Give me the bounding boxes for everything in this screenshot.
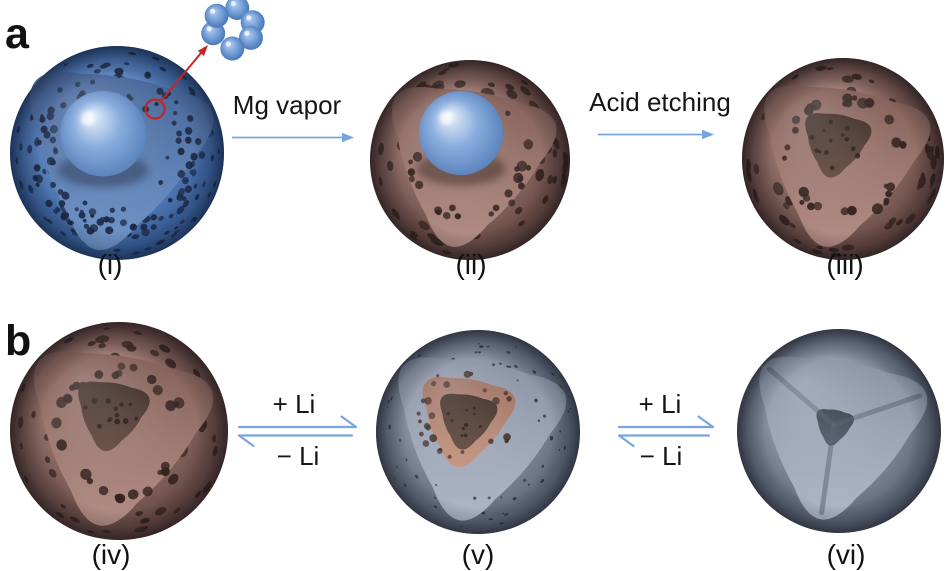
mg-vapor-arrow [232,132,354,143]
panel-a-label: a [5,10,29,58]
sphere-v-illustration [376,330,580,534]
sphere-iv-illustration [10,322,228,540]
lithiation-2-minus-label: − Li [639,441,683,471]
sphere-i-illustration [10,46,224,260]
caption-ii: (ii) [455,249,487,280]
sphere-iii-illustration [742,58,944,260]
caption-iv: (iv) [91,539,131,570]
lithiation-1-plus-label: + Li [272,389,316,419]
lithiation-1-minus-label: − Li [276,441,320,471]
caption-iii: (iii) [826,249,864,280]
lithiation-2-plus-label: + Li [638,389,682,419]
caption-vi: (vi) [826,539,866,570]
sphere-vi-illustration [737,329,941,533]
caption-v: (v) [461,539,495,570]
panel-b-label: b [5,317,32,365]
acid-etching-arrow [598,129,714,140]
sphere-ii-illustration [370,60,570,260]
acid-etching-label: Acid etching [589,87,731,117]
mg-vapor-label: Mg vapor [232,90,342,120]
caption-i: (i) [97,249,123,280]
